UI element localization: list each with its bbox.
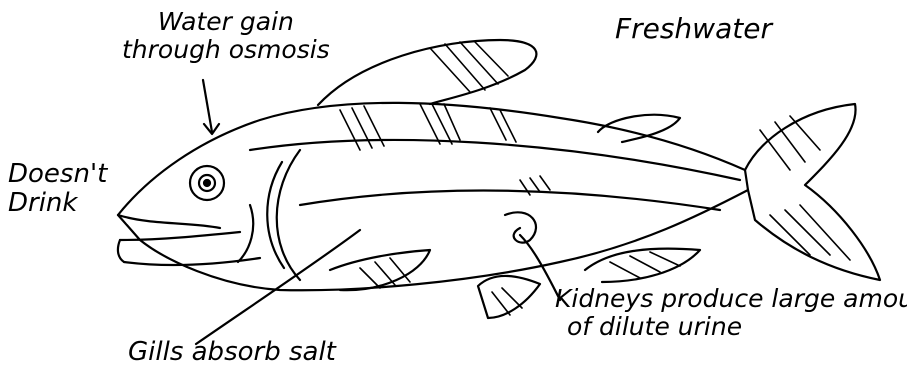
freshwater-label: Freshwater [615, 14, 772, 45]
kidney-label-line-1: Kidneys produce large amount [555, 285, 907, 313]
kidney-shape [505, 212, 536, 242]
fish-mouth [118, 215, 220, 228]
drink-label-line-2: Drink [8, 189, 107, 218]
drink-label: Doesn't Drink [8, 160, 107, 217]
pelvic-fin [478, 276, 540, 318]
gills-leader-line [196, 230, 360, 344]
osmosis-label-line-2: through osmosis [122, 36, 330, 64]
dorsal-fin-rear [598, 115, 680, 142]
stripe-markings [340, 42, 850, 315]
gills-label: Gills absorb salt [128, 338, 336, 367]
kidney-label-line-2: of dilute urine [555, 313, 907, 341]
tail-fin [745, 104, 880, 280]
kidney-leader-line [520, 235, 560, 300]
fish-lip [118, 240, 124, 262]
kidney-label: Kidneys produce large amount of dilute u… [555, 285, 907, 340]
anal-fin [585, 249, 700, 282]
lateral-line [250, 140, 740, 180]
osmosis-label: Water gain through osmosis [122, 8, 330, 63]
osmosis-label-line-1: Water gain [122, 8, 330, 36]
drink-label-line-1: Doesn't [8, 160, 107, 189]
